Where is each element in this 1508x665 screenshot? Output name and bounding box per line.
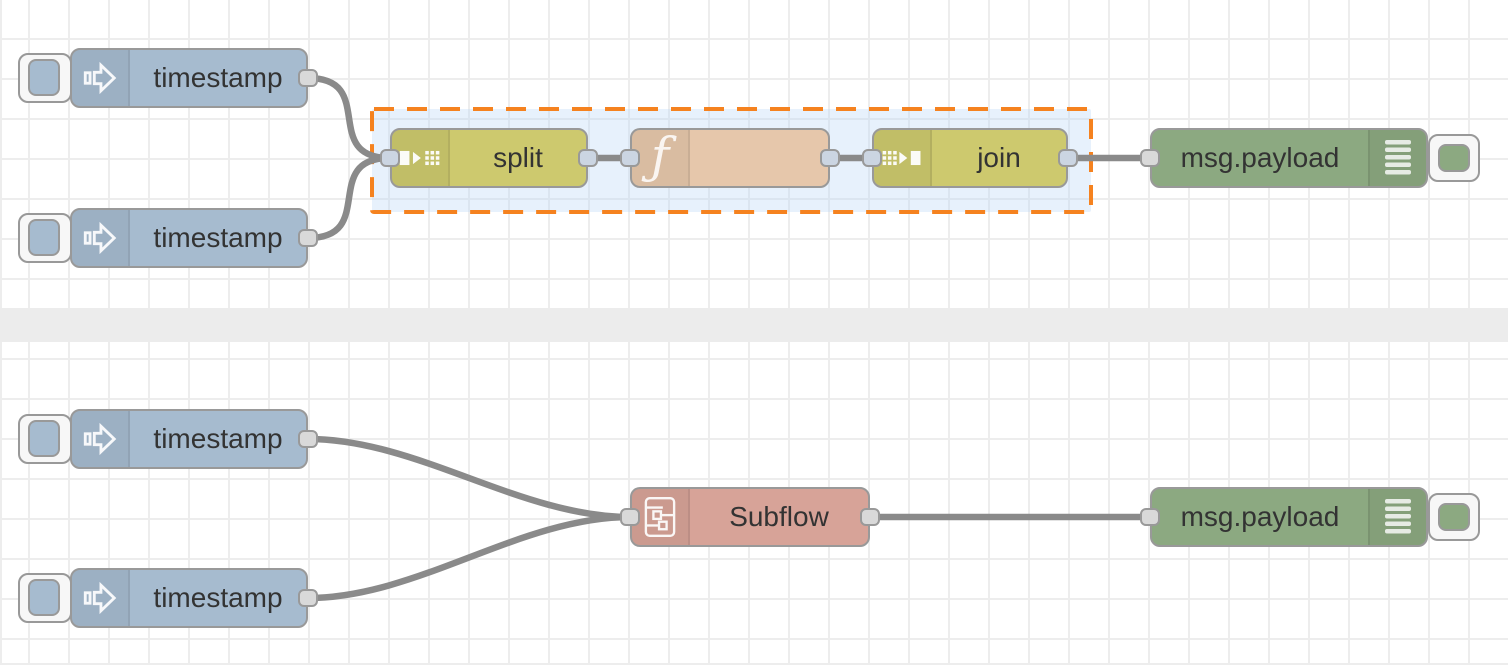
output-port[interactable] bbox=[820, 149, 840, 167]
inject-button-face bbox=[28, 579, 60, 616]
inject-button[interactable] bbox=[18, 53, 72, 103]
debug-node[interactable]: msg.payload bbox=[1150, 128, 1428, 188]
node-label: msg.payload bbox=[1180, 142, 1340, 173]
wire-inject4-subflow[interactable] bbox=[304, 513, 634, 602]
inject-arrow-icon bbox=[72, 570, 130, 626]
subflow-node[interactable]: Subflow bbox=[630, 487, 870, 547]
output-port[interactable] bbox=[1058, 149, 1078, 167]
output-port[interactable] bbox=[298, 589, 318, 607]
inject-node-timestamp[interactable]: timestamp bbox=[70, 568, 308, 628]
node-label bbox=[690, 130, 828, 186]
debug-toggle-face bbox=[1438, 503, 1470, 531]
split-node[interactable]: split bbox=[390, 128, 588, 188]
node-label: msg.payload bbox=[1180, 501, 1340, 532]
input-port[interactable] bbox=[620, 149, 640, 167]
inject-node-timestamp[interactable]: timestamp bbox=[70, 48, 308, 108]
debug-toggle-button[interactable] bbox=[1428, 493, 1480, 541]
split-icon bbox=[392, 130, 450, 186]
input-port[interactable] bbox=[1140, 149, 1160, 167]
debug-toggle-button[interactable] bbox=[1428, 134, 1480, 182]
output-port[interactable] bbox=[298, 229, 318, 247]
debug-node[interactable]: msg.payload bbox=[1150, 487, 1428, 547]
debug-toggle-face bbox=[1438, 144, 1470, 172]
inject-button[interactable] bbox=[18, 213, 72, 263]
input-port[interactable] bbox=[380, 149, 400, 167]
join-icon bbox=[874, 130, 932, 186]
node-label: Subflow bbox=[729, 501, 829, 532]
debug-list-icon bbox=[1368, 130, 1426, 186]
wire-inject1-split[interactable] bbox=[304, 74, 394, 162]
inject-node-timestamp[interactable]: timestamp bbox=[70, 208, 308, 268]
debug-list-icon bbox=[1368, 489, 1426, 545]
input-port[interactable] bbox=[1140, 508, 1160, 526]
output-port[interactable] bbox=[298, 69, 318, 87]
inject-node-timestamp[interactable]: timestamp bbox=[70, 409, 308, 469]
node-label: join bbox=[977, 142, 1021, 173]
input-port[interactable] bbox=[862, 149, 882, 167]
section-divider bbox=[0, 308, 1508, 342]
subflow-icon bbox=[632, 489, 690, 545]
output-port[interactable] bbox=[578, 149, 598, 167]
inject-arrow-icon bbox=[72, 50, 130, 106]
node-label: split bbox=[493, 142, 543, 173]
function-node[interactable]: ƒ bbox=[630, 128, 830, 188]
inject-button-face bbox=[28, 219, 60, 256]
output-port[interactable] bbox=[860, 508, 880, 526]
node-label: timestamp bbox=[153, 423, 283, 454]
wire-inject2-split[interactable] bbox=[304, 154, 394, 242]
inject-button-face bbox=[28, 59, 60, 96]
inject-button[interactable] bbox=[18, 573, 72, 623]
node-label: timestamp bbox=[153, 222, 283, 253]
node-label: timestamp bbox=[153, 582, 283, 613]
join-node[interactable]: join bbox=[872, 128, 1068, 188]
function-icon: ƒ bbox=[632, 130, 690, 186]
inject-arrow-icon bbox=[72, 210, 130, 266]
wire-inject3-subflow[interactable] bbox=[304, 435, 634, 521]
inject-button[interactable] bbox=[18, 414, 72, 464]
input-port[interactable] bbox=[620, 508, 640, 526]
output-port[interactable] bbox=[298, 430, 318, 448]
inject-arrow-icon bbox=[72, 411, 130, 467]
inject-button-face bbox=[28, 420, 60, 457]
node-label: timestamp bbox=[153, 62, 283, 93]
